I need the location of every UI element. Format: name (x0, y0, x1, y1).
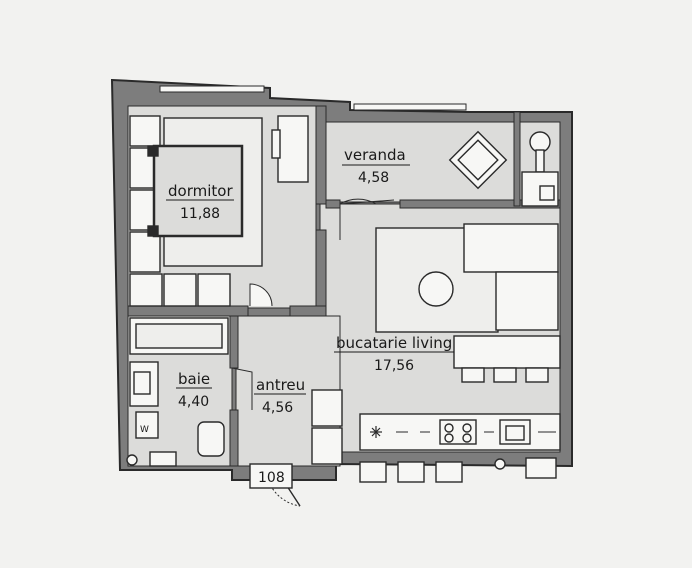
antreu-name: antreu (256, 376, 305, 394)
hall-wardrobe (311, 389, 343, 465)
exterior-items (126, 454, 557, 483)
baie-name: baie (178, 370, 210, 388)
antreu-area: 4,56 (262, 400, 293, 416)
sofa (463, 223, 559, 273)
kitchen-island (453, 335, 561, 369)
unit-number: 108 (258, 470, 285, 486)
baie-area: 4,40 (178, 394, 209, 410)
veranda-area: 4,58 (358, 170, 389, 186)
bathroom-fixtures (129, 317, 229, 467)
dormitor-area: 11,88 (180, 206, 220, 222)
fridge-asterisk (370, 426, 382, 438)
living-furniture (359, 223, 561, 451)
interior-walls (127, 105, 561, 467)
toilet (197, 421, 225, 457)
windows (159, 85, 467, 111)
round-table (418, 271, 454, 307)
armchair (448, 130, 508, 190)
desk (277, 115, 309, 183)
bucatarie-area: 17,56 (374, 358, 414, 374)
bedroom-furniture (129, 115, 309, 307)
dormitor-name: dormitor (168, 182, 233, 200)
wc-label: W (140, 425, 149, 435)
room-labels: dormitor 11,88 veranda 4,58 bucatarie li… (140, 146, 454, 435)
bucatarie-name: bucatarie living (336, 334, 452, 352)
unit-number-box: 108 (249, 463, 293, 489)
utility-corner (521, 131, 559, 207)
veranda-name: veranda (344, 146, 406, 164)
